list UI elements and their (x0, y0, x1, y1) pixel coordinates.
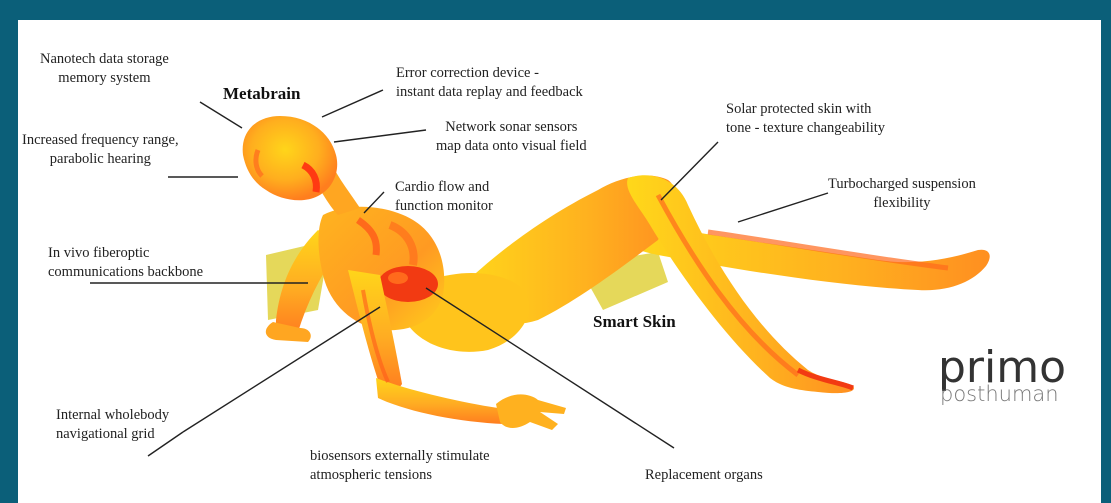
label-error-line2: instant data replay and feedback (396, 83, 583, 102)
smart-skin-label: Smart Skin (593, 312, 676, 331)
replacement-organ (378, 266, 438, 302)
label-solar-line1: Solar protected skin with (726, 100, 885, 119)
leader-solar (661, 142, 718, 200)
label-biosensors: biosensors externally stimulate atmosphe… (310, 447, 490, 485)
label-fiberoptic-line1: In vivo fiberoptic (48, 244, 203, 263)
label-nanotech: Nanotech data storage memory system (40, 50, 169, 88)
label-turbo-line2: flexibility (828, 194, 976, 213)
label-frequency-line1: Increased frequency range, (22, 131, 179, 150)
metabrain-title: Metabrain (223, 84, 300, 103)
leader-error (322, 90, 383, 117)
label-sonar: Network sonar sensors map data onto visu… (436, 118, 587, 156)
label-error-line1: Error correction device - (396, 64, 583, 83)
label-nanotech-line1: Nanotech data storage (40, 50, 169, 69)
label-fiberoptic: In vivo fiberoptic communications backbo… (48, 244, 203, 282)
label-organs: Replacement organs (645, 466, 763, 485)
label-error-correction: Error correction device - instant data r… (396, 64, 583, 102)
label-wholebody-line2: navigational grid (56, 425, 169, 444)
label-wholebody-line1: Internal wholebody (56, 406, 169, 425)
label-sonar-line2: map data onto visual field (436, 137, 587, 156)
label-wholebody: Internal wholebody navigational grid (56, 406, 169, 444)
leader-sonar (334, 130, 426, 142)
brand-logo: primo posthuman (938, 346, 1101, 404)
label-frequency: Increased frequency range, parabolic hea… (22, 131, 179, 169)
label-nanotech-line2: memory system (40, 69, 169, 88)
label-biosensors-line1: biosensors externally stimulate (310, 447, 490, 466)
label-turbo-line1: Turbocharged suspension (828, 175, 976, 194)
label-sonar-line1: Network sonar sensors (436, 118, 587, 137)
brand-sub: posthuman (940, 384, 1101, 404)
label-turbo: Turbocharged suspension flexibility (828, 175, 976, 213)
leader-nanotech (200, 102, 242, 128)
front-forearm (376, 378, 504, 424)
label-frequency-line2: parabolic hearing (22, 150, 179, 169)
label-organs-line1: Replacement organs (645, 466, 763, 485)
label-solar-line2: tone - texture changeability (726, 119, 885, 138)
label-cardio-line1: Cardio flow and (395, 178, 493, 197)
front-hand (496, 394, 566, 430)
label-cardio-line2: function monitor (395, 197, 493, 216)
organ-highlight (388, 272, 408, 284)
label-biosensors-line2: atmospheric tensions (310, 466, 490, 485)
label-cardio: Cardio flow and function monitor (395, 178, 493, 216)
diagram-frame: Nanotech data storage memory system Meta… (18, 20, 1101, 503)
leader-turbo (738, 193, 828, 222)
label-solar: Solar protected skin with tone - texture… (726, 100, 885, 138)
label-fiberoptic-line2: communications backbone (48, 263, 203, 282)
